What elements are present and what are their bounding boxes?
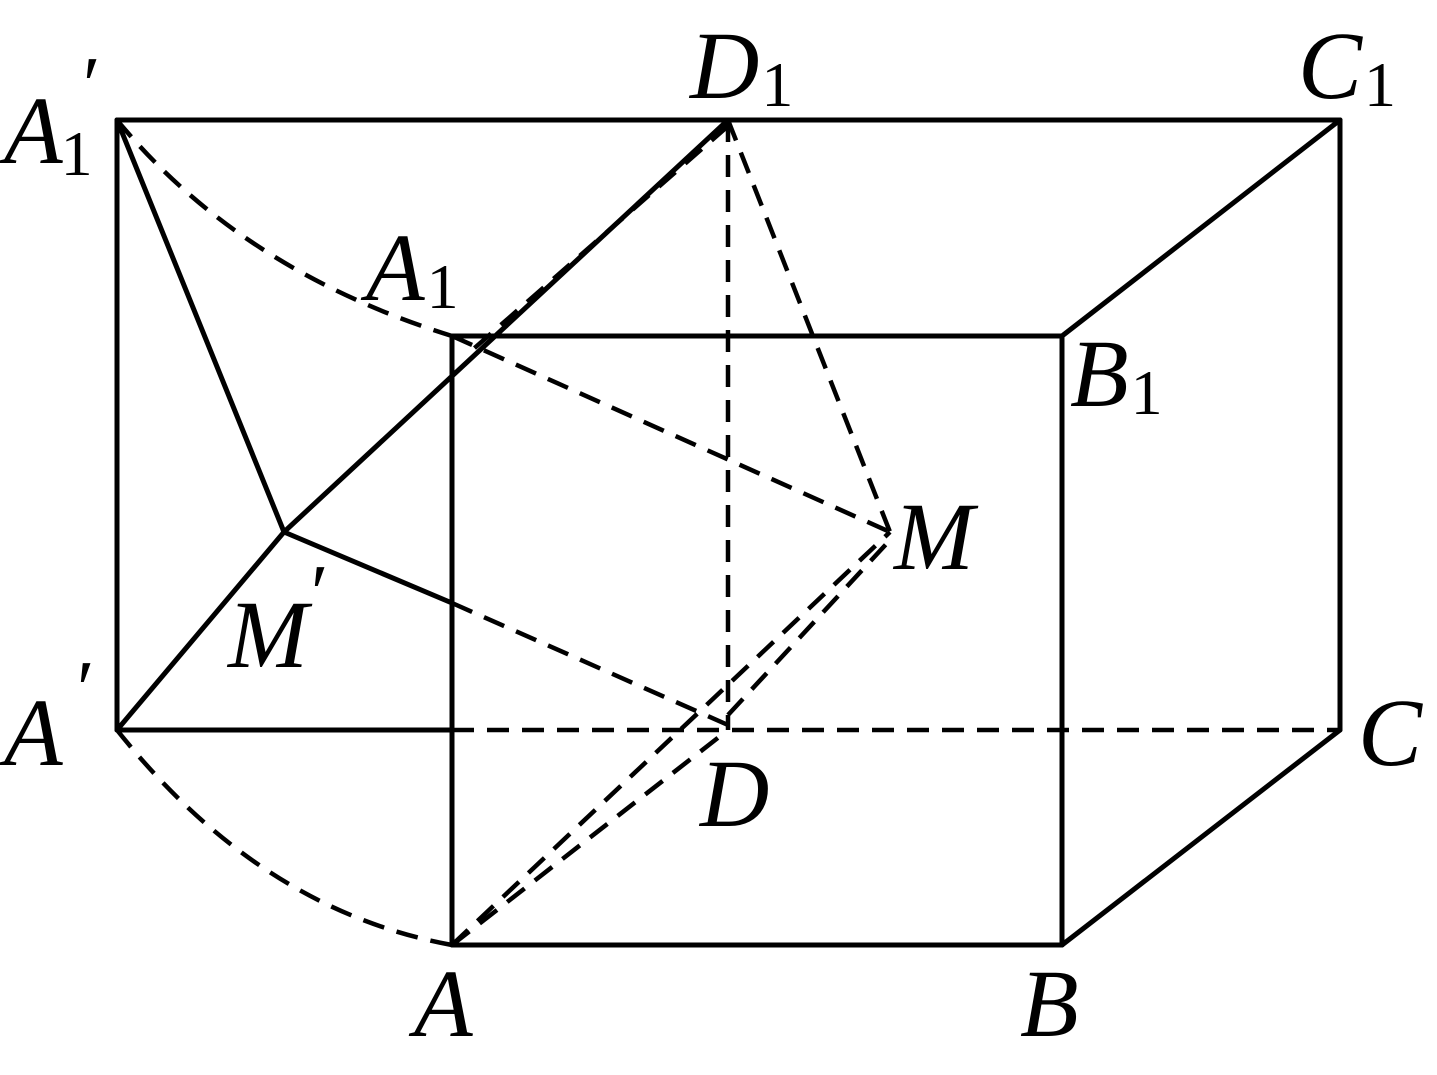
vertex-labels: A1 ′ D1 C1 A1 B1 M M ′ A ′ C D A	[0, 12, 1423, 1057]
edge-B1-C1	[1059, 117, 1343, 339]
arc-Ap-A	[115, 728, 453, 948]
edge-A-M-1	[450, 530, 892, 947]
edge-A1p-Mp	[114, 117, 287, 535]
label-Mp: M	[226, 581, 313, 688]
solid-edges	[114, 117, 1343, 948]
label-Mp-prime: ′	[306, 550, 325, 638]
edge-Mp-D-hidden	[451, 600, 729, 728]
label-A: A	[408, 950, 473, 1057]
edge-D1-A1-hidden	[468, 124, 730, 354]
label-D1: D1	[688, 12, 793, 120]
label-A1p: A1	[0, 77, 93, 189]
edge-Ap-Mp	[114, 529, 287, 733]
label-Ap-prime: ′	[72, 646, 91, 734]
label-A1: A1	[360, 214, 459, 322]
label-C: C	[1358, 679, 1423, 786]
edge-Mp-D1	[281, 117, 731, 535]
edge-Mp-D-solid	[281, 529, 455, 606]
arc-A1p-A1	[115, 118, 453, 339]
label-B: B	[1020, 950, 1079, 1057]
edge-D1-M	[725, 119, 893, 533]
label-D: D	[698, 740, 769, 847]
label-B1: B1	[1070, 320, 1163, 428]
label-A1p-prime: ′	[78, 42, 97, 130]
dashed-edges	[115, 118, 1340, 948]
edge-B-C	[1059, 727, 1343, 948]
label-Ap: A	[0, 679, 63, 786]
label-M: M	[892, 483, 979, 590]
edge-D-M	[726, 538, 892, 717]
edge-A1-M	[451, 333, 891, 535]
edge-A-D	[450, 728, 730, 947]
label-C1: C1	[1298, 12, 1396, 120]
